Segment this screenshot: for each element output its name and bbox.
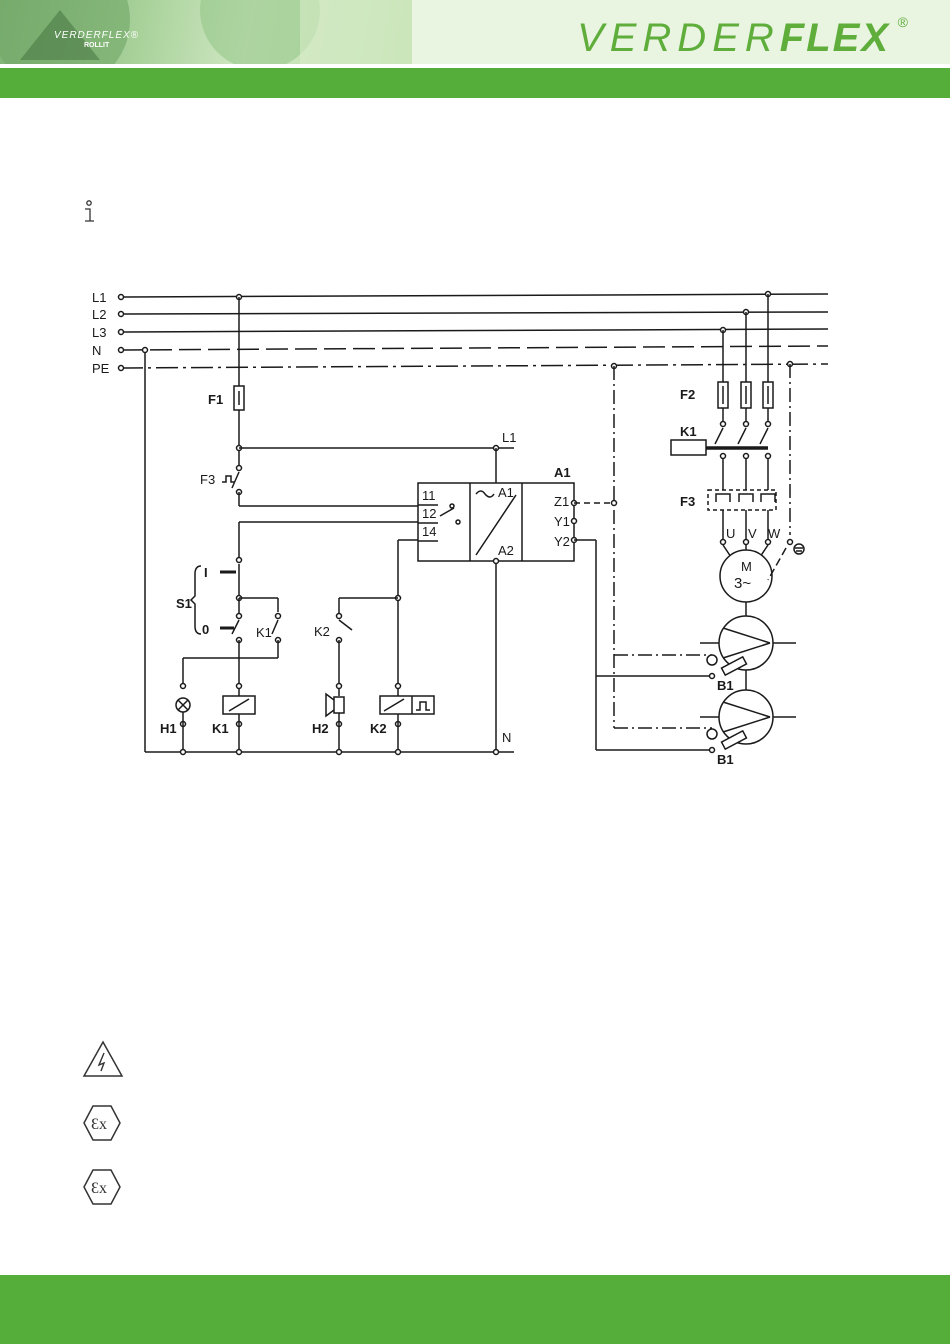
label-b1-bottom: B1 bbox=[717, 752, 734, 767]
label-l1: L1 bbox=[92, 290, 106, 305]
label-t11: 11 bbox=[422, 488, 436, 503]
label-z1: Z1 bbox=[554, 494, 569, 509]
label-k1-top: K1 bbox=[680, 424, 697, 439]
label-y2: Y2 bbox=[554, 534, 570, 549]
k1-actuator bbox=[671, 440, 706, 455]
bus-l1 bbox=[121, 294, 828, 297]
label-t12: 12 bbox=[422, 506, 436, 521]
high-voltage-warning-icon bbox=[82, 1040, 124, 1078]
label-motor-m: M bbox=[741, 559, 752, 574]
label-k1-coil: K1 bbox=[212, 721, 229, 736]
bottom-green-bar bbox=[0, 1275, 950, 1344]
bus-l2 bbox=[121, 312, 828, 314]
bus-n bbox=[121, 346, 828, 350]
label-l3: L3 bbox=[92, 325, 106, 340]
label-tap-n: N bbox=[502, 730, 511, 745]
label-f3-left: F3 bbox=[200, 472, 215, 487]
label-f2: F2 bbox=[680, 387, 695, 402]
label-s1: S1 bbox=[176, 596, 192, 611]
label-w: W bbox=[768, 526, 781, 541]
label-a2-terminal: A2 bbox=[498, 543, 514, 558]
label-n: N bbox=[92, 343, 101, 358]
label-b1-top: B1 bbox=[717, 678, 734, 693]
label-s1-on: I bbox=[204, 565, 208, 580]
label-v: V bbox=[748, 526, 757, 541]
horn-h2 bbox=[334, 697, 344, 713]
label-h1: H1 bbox=[160, 721, 177, 736]
label-k1-contact: K1 bbox=[256, 625, 272, 640]
label-f3-right: F3 bbox=[680, 494, 695, 509]
label-k2-coil: K2 bbox=[370, 721, 387, 736]
label-k2-contact: K2 bbox=[314, 624, 330, 639]
label-tap-l1: L1 bbox=[502, 430, 516, 445]
label-a1: A1 bbox=[554, 465, 571, 480]
svg-text:Ɛx: Ɛx bbox=[91, 1116, 107, 1133]
label-motor-phase: 3~ bbox=[734, 575, 751, 592]
label-u: U bbox=[726, 526, 735, 541]
label-t14: 14 bbox=[422, 524, 436, 539]
label-f1: F1 bbox=[208, 392, 223, 407]
relay-a1 bbox=[418, 483, 574, 561]
label-a1-terminal: A1 bbox=[498, 485, 514, 500]
svg-text:Ɛx: Ɛx bbox=[91, 1180, 107, 1197]
overload-f3 bbox=[708, 490, 776, 510]
label-pe: PE bbox=[92, 361, 110, 376]
terminal-pe bbox=[119, 366, 124, 371]
label-h2: H2 bbox=[312, 721, 329, 736]
label-s1-off: 0 bbox=[202, 622, 209, 637]
terminal-n bbox=[119, 348, 124, 353]
wiring-diagram: L1 L2 L3 N PE F1 L1 F3 A1 A1 A2 11 12 14… bbox=[0, 0, 950, 800]
label-y1: Y1 bbox=[554, 514, 570, 529]
explosion-protection-icon: Ɛx bbox=[82, 1104, 122, 1142]
bus-pe bbox=[121, 364, 828, 368]
terminal-l1 bbox=[119, 295, 124, 300]
terminal-l3 bbox=[119, 330, 124, 335]
terminal-l2 bbox=[119, 312, 124, 317]
label-l2: L2 bbox=[92, 307, 106, 322]
explosion-protection-icon-2: Ɛx bbox=[82, 1168, 122, 1206]
